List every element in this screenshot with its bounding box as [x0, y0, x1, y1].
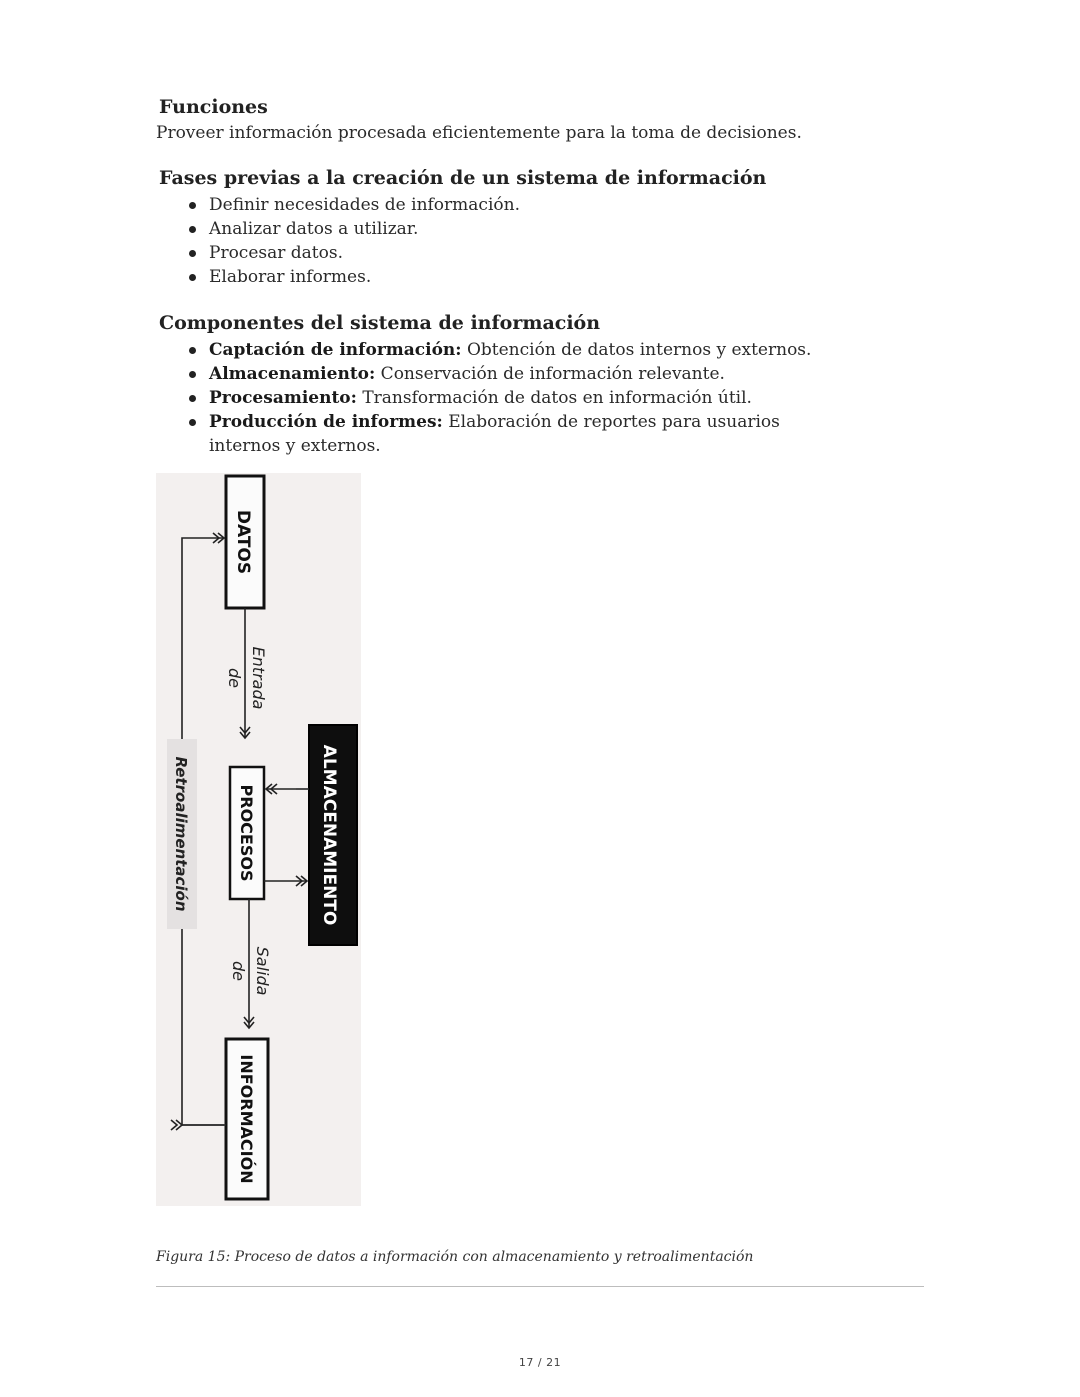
list-item-term: Captación de información: [209, 340, 462, 360]
list-item-desc: Obtención de datos internos y externos. [461, 340, 812, 360]
list-item-desc: Conservación de información relevante. [375, 364, 725, 384]
procesos-box [228, 765, 266, 901]
salida-label: Salida [253, 947, 272, 996]
flow-diagram-figure: DATOS Entrada de PROCESOS ALMACENAMIENTO… [156, 473, 361, 1206]
list-item-term: Procesamiento: [209, 388, 357, 408]
fases-heading: Fases previas a la creación de un sistem… [159, 167, 767, 189]
almacenamiento-label: ALMACENAMIENTO [319, 745, 339, 926]
footer-rule [156, 1286, 924, 1287]
entrada-label: Entrada [249, 647, 268, 710]
componentes-heading: Componentes del sistema de información [159, 312, 601, 334]
list-item-desc: Transformación de datos en información ú… [356, 388, 752, 408]
list-item: Analizar datos a utilizar. [186, 217, 866, 241]
list-item: Definir necesidades de información. [186, 193, 866, 217]
list-item: Elaborar informes. [186, 265, 866, 289]
retro-label-bg [167, 739, 197, 929]
datos-box [224, 474, 266, 610]
list-item-term: Producción de informes: [209, 412, 443, 432]
procesos-label: PROCESOS [237, 785, 256, 882]
componentes-list: Captación de información: Obtención de d… [186, 338, 866, 458]
funciones-heading: Funciones [159, 96, 268, 118]
informacion-box [224, 1037, 270, 1201]
flow-diagram: DATOS Entrada de PROCESOS ALMACENAMIENTO… [167, 474, 358, 1201]
list-item: Procesar datos. [186, 241, 866, 265]
list-item: Procesamiento: Transformación de datos e… [186, 386, 866, 410]
almacenamiento-box [308, 724, 358, 946]
list-item-desc: Elaboración de reportes para usuarios in… [209, 412, 780, 456]
fases-list: Definir necesidades de información. Anal… [186, 193, 866, 289]
list-item: Almacenamiento: Conservación de informac… [186, 362, 866, 386]
page-number: 17 / 21 [518, 1356, 562, 1369]
figure-caption: Figura 15: Proceso de datos a informació… [156, 1249, 754, 1265]
list-item: Producción de informes: Elaboración de r… [186, 410, 849, 458]
informacion-label: INFORMACIÓN [237, 1054, 256, 1183]
list-item-term: Almacenamiento: [209, 364, 376, 384]
funciones-text: Proveer información procesada eficientem… [156, 123, 802, 143]
entrada-de-label: de [225, 668, 244, 688]
salida-de-label: de [229, 961, 248, 981]
list-item: Captación de información: Obtención de d… [186, 338, 866, 362]
retro-label: Retroalimentación [172, 756, 190, 911]
datos-label: DATOS [233, 510, 253, 574]
